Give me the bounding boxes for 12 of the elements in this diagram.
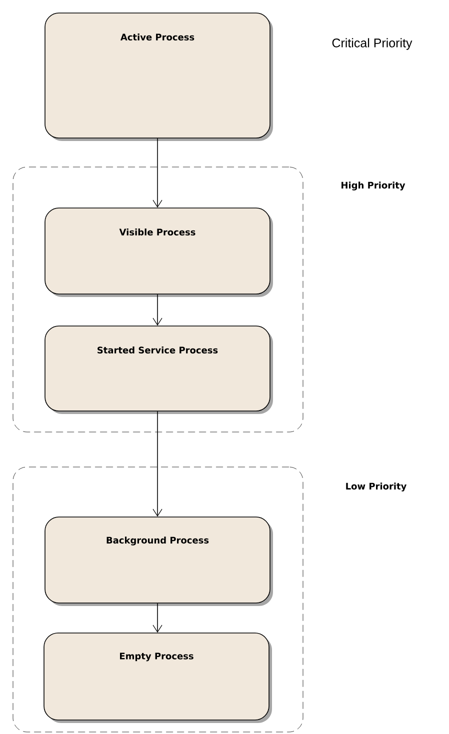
arrow <box>152 138 162 208</box>
process-box: Background Process <box>44 516 273 606</box>
process-box: Active Process <box>44 12 273 141</box>
arrow <box>152 294 162 326</box>
group-label: High Priority <box>342 182 406 190</box>
arrow <box>152 603 162 633</box>
process-box: Started Service Process <box>44 326 273 414</box>
process-box: Empty Process <box>44 632 272 723</box>
process-box: Visible Process <box>44 208 273 297</box>
arrow <box>152 411 162 517</box>
priority-label: Critical Priority <box>332 38 412 50</box>
group-label: Low Priority <box>346 482 407 492</box>
